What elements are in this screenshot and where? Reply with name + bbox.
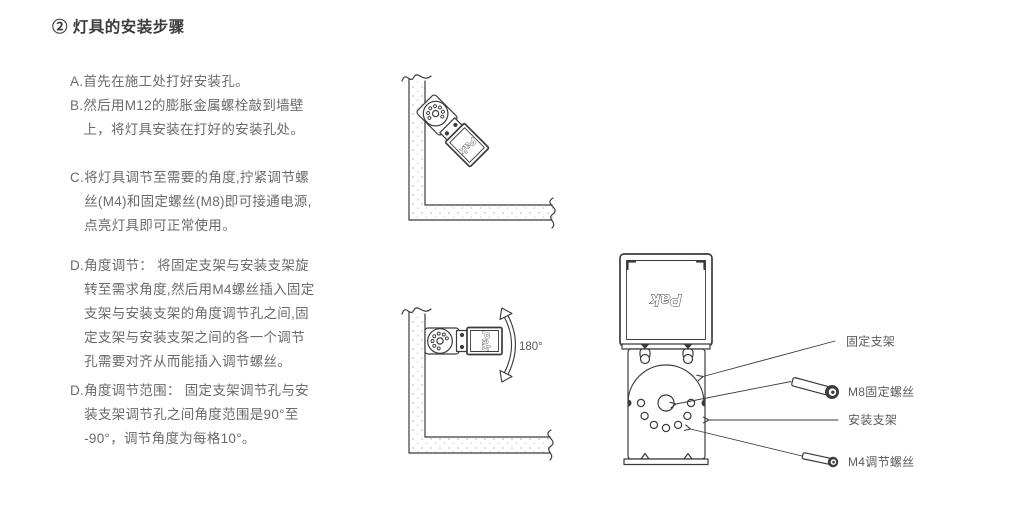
step-d-range-text: 角度调节范围： 固定支架调节孔与安 装支架调节孔之间角度范围是90°至 -90°… bbox=[84, 383, 309, 446]
pivot-hole bbox=[431, 109, 440, 118]
step-d-range: D.角度调节范围： 固定支架调节孔与安 装支架调节孔之间角度范围是90°至 -9… bbox=[70, 379, 338, 451]
adjustment-holes bbox=[430, 331, 449, 351]
wall-section bbox=[401, 307, 554, 461]
break-mark-right bbox=[547, 429, 554, 461]
step-b-text: 然后用M12的膨胀金属螺栓敲到墙壁 上，将灯具安装在打好的安装孔处。 bbox=[83, 98, 305, 137]
rotation-arc bbox=[627, 364, 705, 404]
lamp-body bbox=[466, 326, 503, 356]
wall-section bbox=[401, 74, 556, 229]
callout-line-m8-screw bbox=[669, 381, 792, 409]
diagram-exploded-view: Pak bbox=[619, 253, 914, 469]
rotation-arrow bbox=[499, 307, 516, 383]
callout-line-fixed-bracket bbox=[696, 340, 836, 382]
step-c-label: C. bbox=[70, 170, 85, 185]
break-mark-right bbox=[549, 197, 556, 229]
light-fixture-horizontal: Pak bbox=[424, 326, 503, 356]
step-d-adjust: D.角度调节： 将固定支架与安装支架旋 转至需求角度,然后用M4螺丝插入固定 支… bbox=[70, 254, 338, 374]
break-mark-top bbox=[401, 74, 432, 82]
m4-screw-drawing bbox=[801, 452, 839, 468]
brand-logo: Pak bbox=[480, 332, 491, 351]
keyhole-right bbox=[682, 353, 694, 365]
step-d-adjust-label: D. bbox=[70, 258, 85, 273]
step-a-label: A. bbox=[70, 74, 84, 89]
adjustment-holes bbox=[426, 104, 445, 120]
angle-adjustment-holes bbox=[636, 398, 696, 433]
diagram-wall-mount-45: Pak bbox=[401, 74, 556, 229]
label-m4-screw: M4调节螺丝 bbox=[848, 455, 914, 469]
m8-screw-drawing bbox=[791, 377, 839, 399]
light-fixture-45: Pak bbox=[416, 94, 490, 168]
rotation-angle-label: 180° bbox=[519, 341, 543, 353]
step-a-text: 首先在施工处打好安装孔。 bbox=[83, 74, 249, 89]
pivot-hole bbox=[436, 337, 444, 345]
brand-logo: Pak bbox=[649, 291, 681, 310]
diagram-wall-mount-180: Pak 180° bbox=[401, 307, 554, 461]
lamp-body-rear: Pak bbox=[619, 253, 713, 350]
page-title: ② 灯具的安装步骤 bbox=[52, 19, 185, 36]
lamp-flange bbox=[621, 343, 711, 350]
label-m8-screw: M8固定螺丝 bbox=[848, 384, 914, 399]
bracket-bottom-flange bbox=[623, 458, 709, 466]
keyhole-left bbox=[639, 353, 651, 365]
step-c-text: 将灯具调节至需要的角度,拧紧调节螺 丝(M4)和固定螺丝(M8)即可接通电源, … bbox=[84, 170, 312, 233]
step-b-label: B. bbox=[70, 98, 84, 113]
callouts: 固定支架 M8固定螺丝 安装支架 M4调节螺丝 bbox=[669, 334, 914, 469]
lamp-body bbox=[444, 122, 490, 168]
step-d-adjust-text: 角度调节： 将固定支架与安装支架旋 转至需求角度,然后用M4螺丝插入固定 支架与… bbox=[84, 258, 315, 369]
step-b: B.然后用M12的膨胀金属螺栓敲到墙壁 上，将灯具安装在打好的安装孔处。 bbox=[70, 94, 338, 142]
label-mounting-bracket: 安装支架 bbox=[848, 412, 897, 427]
bracket-plate bbox=[623, 348, 709, 466]
step-c: C.将灯具调节至需要的角度,拧紧调节螺 丝(M4)和固定螺丝(M8)即可接通电源… bbox=[70, 166, 338, 238]
step-a: A.首先在施工处打好安装孔。 bbox=[70, 70, 338, 94]
break-mark-top bbox=[401, 307, 432, 315]
callout-line-m4-screw bbox=[683, 424, 803, 457]
label-fixed-bracket: 固定支架 bbox=[846, 334, 895, 349]
step-d-range-label: D. bbox=[70, 383, 85, 398]
